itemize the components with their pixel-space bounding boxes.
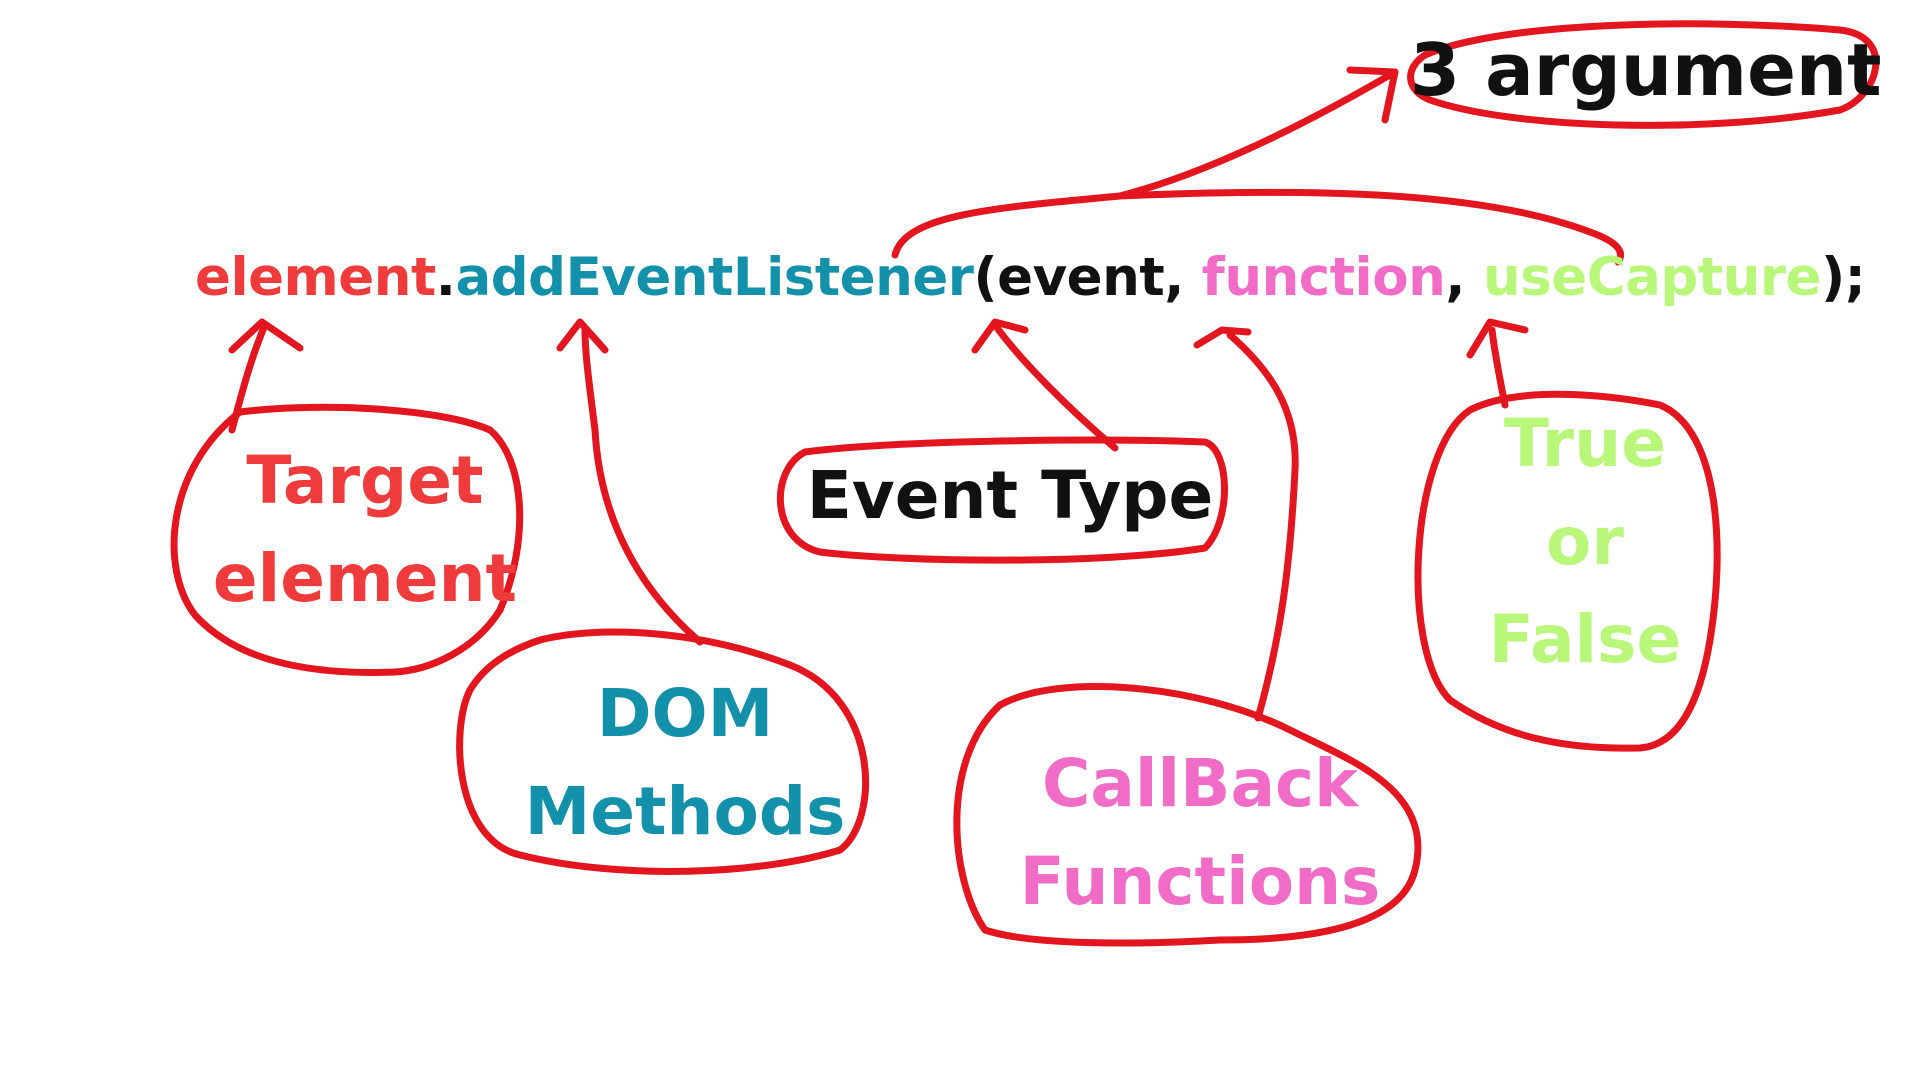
label-callback-functions: CallBack Functions <box>1000 735 1400 931</box>
dom-arrow <box>581 326 704 646</box>
label-callback-line-1: CallBack <box>1041 745 1359 822</box>
code-event: event <box>997 247 1165 308</box>
label-target-element: Target element <box>200 432 530 628</box>
label-boolean-or: or <box>1546 503 1624 580</box>
label-target-line-1: Target <box>246 442 484 519</box>
label-dom-methods: DOM Methods <box>515 665 855 861</box>
event-arrow <box>991 321 1119 452</box>
dom-arrow-head <box>556 318 609 354</box>
label-boolean-false: False <box>1488 601 1682 678</box>
label-dom-line-2: Methods <box>524 773 846 850</box>
label-callback-line-2: Functions <box>1019 843 1381 920</box>
heading-3-argument: 3 argument <box>1410 28 1882 112</box>
arrow-to-heading <box>1116 68 1399 200</box>
arrow-to-heading-head <box>1346 66 1399 124</box>
label-true-or-false: True or False <box>1480 395 1690 689</box>
event-arrow-head <box>971 318 1029 354</box>
label-event-type: Event Type <box>806 457 1214 534</box>
code-comma-1: , <box>1164 247 1202 308</box>
callback-arrow-head <box>1193 326 1252 349</box>
code-function: function <box>1201 247 1446 308</box>
code-use-capture: useCapture <box>1482 247 1821 308</box>
target-arrow <box>228 321 269 434</box>
target-arrow-head <box>228 318 304 354</box>
label-dom-line-1: DOM <box>596 675 774 752</box>
callback-arrow <box>1226 331 1299 722</box>
boolean-arrow <box>1488 326 1509 409</box>
code-dot: . <box>435 247 456 308</box>
code-comma-2: , <box>1445 247 1483 308</box>
label-target-line-2: element <box>212 540 518 617</box>
code-method: addEventListener <box>455 247 974 308</box>
code-line: element.addEventListener(event, function… <box>195 246 1866 310</box>
boolean-arrow-head <box>1466 318 1529 359</box>
code-element: element <box>195 247 436 308</box>
code-close: ); <box>1820 247 1866 308</box>
label-boolean-true: True <box>1503 405 1667 482</box>
code-open-paren: ( <box>973 247 998 308</box>
